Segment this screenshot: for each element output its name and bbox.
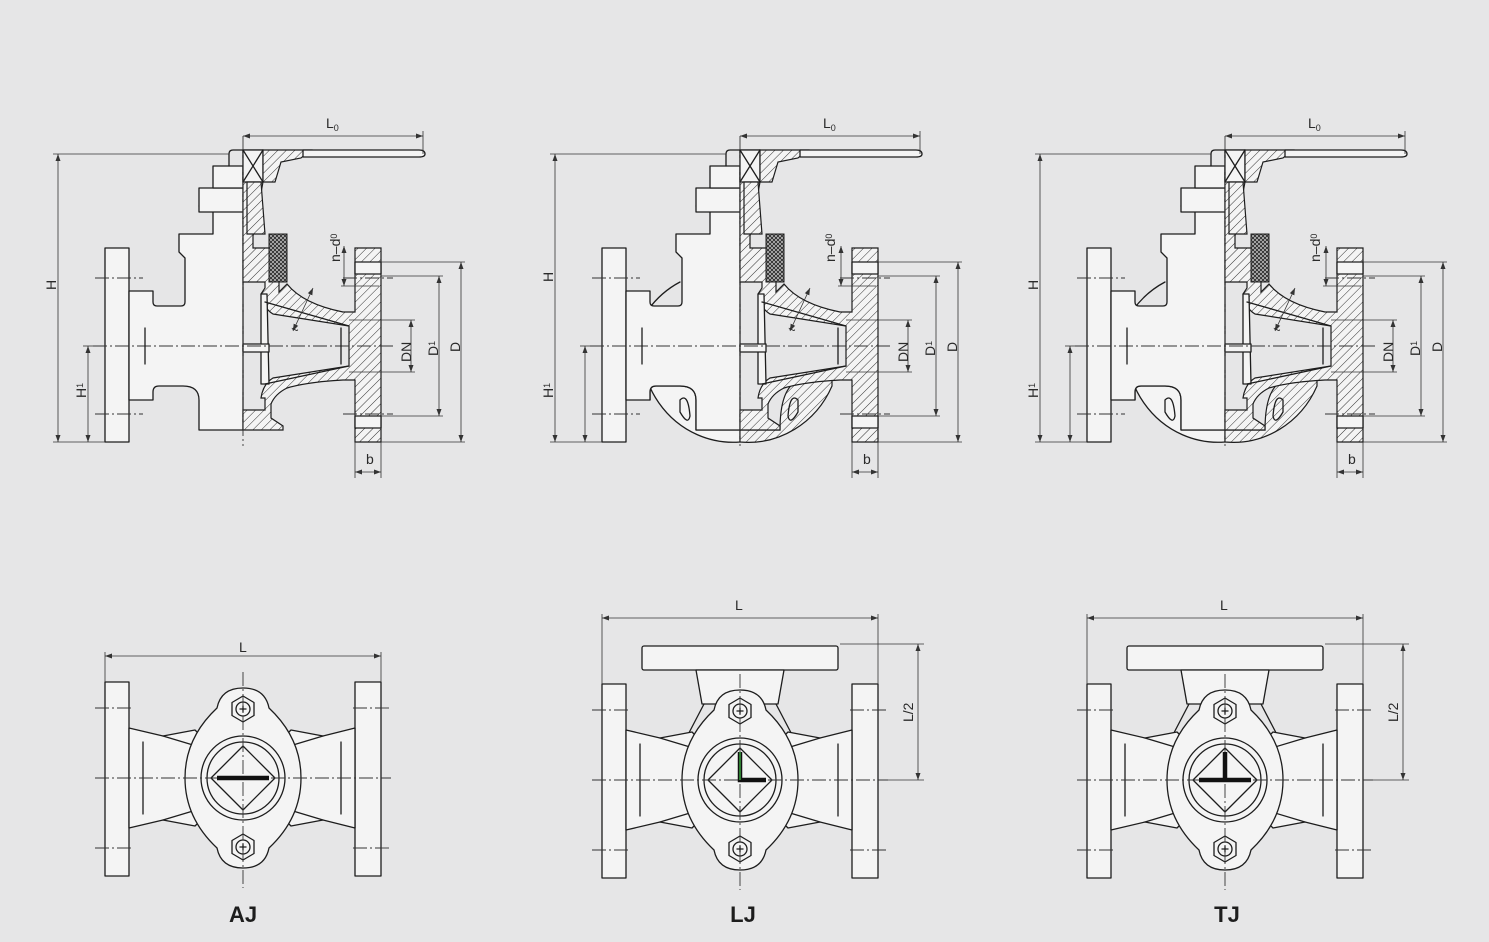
label-b: b xyxy=(863,451,871,467)
label-l-half-lj: L/2 xyxy=(900,702,916,722)
caption-tj: TJ xyxy=(1214,902,1240,927)
side-view-lj xyxy=(550,131,962,478)
label-d: D xyxy=(447,342,463,352)
label-h: H xyxy=(1025,280,1041,290)
label-l-aj: L xyxy=(239,639,247,655)
plan-view-lj xyxy=(591,614,924,891)
labels-side-tj: L0 H H1 DN D1 D b n–d0 t xyxy=(1025,115,1445,467)
label-t: t xyxy=(787,326,798,333)
caption-aj: AJ xyxy=(229,902,257,927)
label-d: D xyxy=(944,342,960,352)
label-dn: DN xyxy=(1380,342,1396,362)
label-l0: L0 xyxy=(1308,115,1321,133)
label-d1: D1 xyxy=(425,341,441,356)
label-l-tj: L xyxy=(1220,597,1228,613)
label-h1: H1 xyxy=(1025,383,1041,398)
label-dn: DN xyxy=(398,342,414,362)
label-t: t xyxy=(290,326,301,333)
labels-side-aj: L0 H H1 DN D1 D b n–d0 t xyxy=(43,115,463,467)
label-l-half-tj: L/2 xyxy=(1385,702,1401,722)
label-l0: L0 xyxy=(823,115,836,133)
label-l0: L0 xyxy=(326,115,339,133)
label-b: b xyxy=(1348,451,1356,467)
label-n-d0: n–d0 xyxy=(1307,234,1323,262)
caption-lj: LJ xyxy=(730,902,756,927)
label-d1: D1 xyxy=(922,341,938,356)
flow-indicator-t-port xyxy=(1199,752,1251,783)
side-view-tj xyxy=(1035,131,1447,478)
label-h: H xyxy=(540,272,556,282)
side-view-aj xyxy=(53,131,465,478)
label-b: b xyxy=(366,451,374,467)
label-h1: H1 xyxy=(540,383,556,398)
label-n-d0: n–d0 xyxy=(327,234,343,262)
labels-side-lj: L0 H H1 DN D1 D b n–d0 t xyxy=(540,115,960,467)
label-d: D xyxy=(1429,342,1445,352)
label-l-lj: L xyxy=(735,597,743,613)
label-t: t xyxy=(1272,326,1283,333)
plan-view-tj xyxy=(1076,614,1409,891)
label-n-d0: n–d0 xyxy=(822,234,838,262)
label-h1: H1 xyxy=(73,383,89,398)
label-h: H xyxy=(43,280,59,290)
label-d1: D1 xyxy=(1407,341,1423,356)
label-dn: DN xyxy=(895,342,911,362)
plan-view-aj xyxy=(94,652,392,889)
